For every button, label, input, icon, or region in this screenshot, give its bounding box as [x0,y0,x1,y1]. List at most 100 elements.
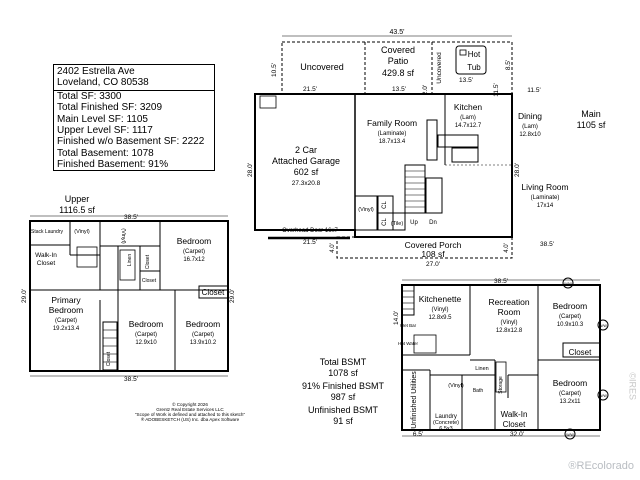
covered-porch [336,236,513,259]
upper-closet-label: Closet [202,288,225,297]
main-uncovered-label: Uncovered [300,62,344,72]
covered-patio-line1: Covered [381,45,415,55]
plan-label-23: 18.7x13.4 [379,139,406,145]
plan-label-81: 6.5' [413,431,423,438]
plan-label-58: 16.7x12 [183,257,205,263]
window-well-4 [564,428,576,440]
plan-label-37: Up [410,220,418,226]
copyright-line3: "Scope of Work is defined and attached t… [135,412,246,417]
uncovered-side-label: Uncovered [436,52,443,84]
plan-label-41: 21.5' [303,239,317,246]
plan-label-85: 12.8x9.5 [428,315,452,321]
plan-label-26: 14.7x12.7 [455,123,482,129]
plan-label-12: 13.5' [459,77,473,84]
address-line1: 2402 Estrella Ave [57,66,135,77]
info-finished-basement: Finished Basement: 91% [57,159,169,171]
upper-walk-in-label-2: Closet [37,260,56,267]
primary-bedroom-label-1: Primary [51,295,81,305]
plan-label-43: 27.0' [426,261,440,268]
plan-label-106: Bath [473,388,484,394]
plan-label-42: 38.5' [540,241,554,248]
window-well-1 [562,277,574,289]
plan-label-65: 12.9x10 [135,340,157,346]
plan-label-72: Stack Laundry [31,229,63,235]
plan-label-62: 19.2x13.4 [53,326,80,332]
plan-label-28: (Lam) [522,124,538,130]
plan-label-45: 4.0' [504,243,510,253]
main-dim-right: 28.0' [514,163,521,177]
plan-label-10: 13.5' [392,86,406,93]
laundry-label: Laundry [435,414,457,420]
main-dim-left-top: 10.5' [271,63,278,77]
plan-label-9: 21.5' [303,86,317,93]
covered-porch-sf: 108 sf [421,249,445,259]
plan-label-54: 29.0' [21,289,28,303]
upper-bedroom-mid-label: Bedroom [129,319,164,329]
plan-label-34: (Tile) [391,221,403,227]
plan-label-61: (Carpet) [55,318,77,324]
garage-dims: 27.3x20.8 [292,180,321,187]
garage-line2: Attached Garage [272,156,340,166]
plan-label-67: (Carpet) [192,332,214,338]
main-level-title: Main [581,109,601,119]
plan-label-111: W/W [599,394,607,398]
copyright-line1: © Copyright 2026 [172,401,208,407]
property-info-box: 2402 Estrella Ave Loveland, CO 80538 Tot… [53,64,215,171]
plan-label-79: 38.5' [494,278,508,285]
dining-label: Dining [518,111,542,121]
total-bsmt-label: Total BSMT [320,357,367,367]
plan-label-100: 6.5x3 [439,426,452,432]
main-dim-left: 28.0' [247,163,254,177]
unfinished-bsmt-label: Unfinished BSMT [308,405,379,415]
recreation-room-label-2: Room [498,307,521,317]
basement-walk-in-label-2: Closet [503,420,526,429]
info-total-sf: Total SF: 3300 [57,90,122,102]
plan-label-78: Closet [106,351,112,366]
overhead-door-label: Overhead Door 16x7 [282,228,338,234]
hot-tub-line2: Tub [467,63,481,72]
plan-label-103: (Vinyl) [448,383,464,389]
basement-walk-in-label-1: Walk-In [501,410,528,419]
unfinished-utilities-label: Unfinished Utilities [411,371,418,429]
address-line2: Loveland, CO 80538 [57,77,149,89]
plan-label-15: 11.5' [527,87,540,94]
info-upper-level-sf: Upper Level SF: 1117 [57,125,153,137]
main-dim-top: 43.5' [390,29,405,36]
plan-label-77: Closet [142,278,157,284]
window-well-3 [597,389,609,401]
plan-label-53: 38.5' [124,376,138,383]
info-total-finished-sf: Total Finished SF: 3209 [57,102,163,114]
plan-label-96: 13.2x11 [560,399,582,405]
plan-label-73: (Vinyl) [74,229,90,235]
basement-outline [401,284,601,431]
plan-label-11: 2.0' [422,85,429,95]
basement-stairs [401,284,415,316]
copyright-line2: Grentz Real Estate Services LLC [156,407,224,412]
plan-label-74: (Vinyl) [120,228,126,244]
info-finished-without-basement-sf: Finished w/o Basement SF: 2222 [57,136,205,148]
plan-label-92: 10.9x10.3 [557,322,584,328]
hot-tub-line1: Hot [468,50,481,59]
plan-label-22: (Laminate) [378,131,407,137]
plan-label-76: Closet [145,254,151,269]
plan-label-95: (Carpet) [559,391,581,397]
covered-patio-sf: 429.8 sf [382,68,415,78]
upper-level-sf: 1116.5 sf [59,205,95,215]
finished-bsmt-label: 91% Finished BSMT [302,381,385,391]
plan-label-14: 8.5' [505,60,512,70]
plan-label-75: Linen [127,254,133,266]
plan-label-33: (Vinyl) [358,207,374,213]
plan-label-112: W/W [566,433,574,437]
plan-label-57: (Carpet) [183,249,205,255]
basement-bedroom-bottom-label: Bedroom [553,378,588,388]
garage-sf: 602 sf [294,167,319,177]
info-separator [54,89,214,91]
primary-bedroom-label-2: Bedroom [49,305,84,315]
basement-bedroom-top-label: Bedroom [553,301,588,311]
covered-porch-label: Covered Porch [405,240,462,250]
plan-label-68: 13.9x10.2 [190,340,217,346]
finished-bsmt-sf: 987 sf [331,392,356,402]
garage-line1: 2 Car [295,145,317,155]
plan-label-25: (Lam) [460,115,476,121]
plan-label-35: CL [382,201,388,209]
